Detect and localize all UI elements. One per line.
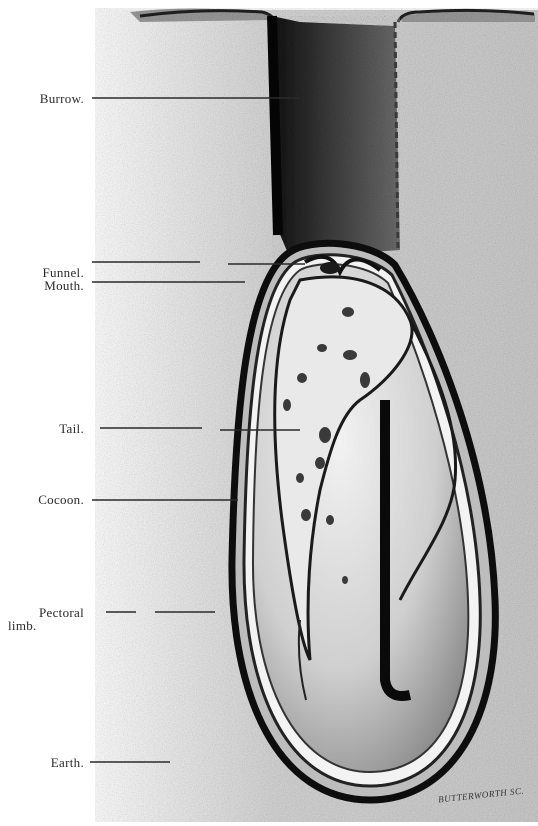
label-burrow: Burrow. [4, 92, 84, 106]
burrow-shaft [272, 16, 400, 258]
label-tail: Tail. [4, 422, 84, 436]
label-pectoral-limb: limb. [8, 619, 37, 633]
label-cocoon: Cocoon. [4, 493, 84, 507]
label-mouth: Mouth. [4, 279, 84, 293]
label-earth: Earth. [4, 756, 84, 770]
